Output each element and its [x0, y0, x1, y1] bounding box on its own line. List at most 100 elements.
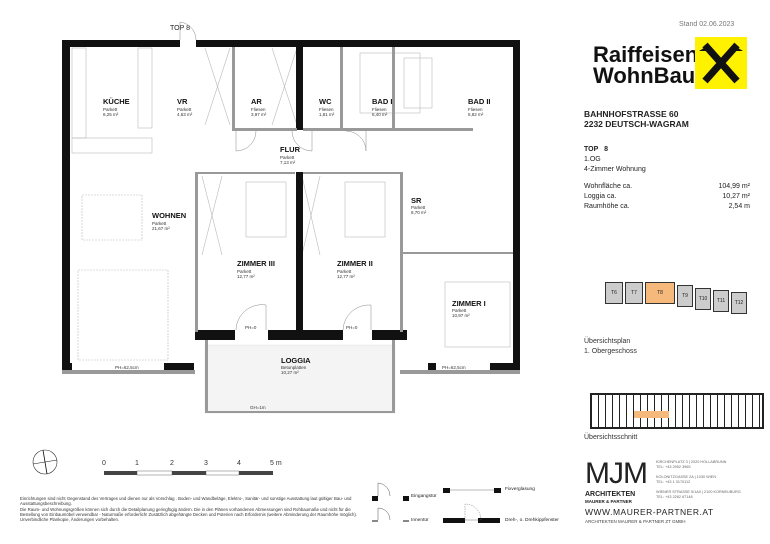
mjm-logo: MJM	[585, 457, 648, 490]
room-zimmer3-area: 12,77 m²	[237, 274, 255, 279]
gh-label: GH=1m	[250, 405, 266, 410]
area-value: 104,99 m²	[718, 183, 750, 190]
room-wohnen-floor: Parkett	[152, 221, 167, 226]
legend-window: Dreh-, o. Drehkippfenster	[505, 518, 559, 523]
unit-top-label: TOP	[584, 146, 599, 153]
room-bad1-area: 6,40 m²	[372, 112, 388, 117]
architect-offices: KIRCHENPLATZ 3 | 2020 HOLLABRUNN TEL: +4…	[656, 460, 741, 500]
area-row: Loggia ca. 10,27 m²	[584, 192, 750, 202]
architect-name: ARCHITEKTEN MAURER & PARTNER	[585, 491, 636, 505]
area-label: Raumhöhe ca.	[584, 203, 630, 210]
room-sr-floor: Parkett	[411, 205, 426, 210]
architect-sub: MAURER & PARTNER	[585, 499, 632, 504]
room-loggia-area: 10,27 m²	[281, 370, 299, 375]
room-sr-area: 8,70 m²	[411, 210, 427, 215]
room-wohnen-area: 21,67 m²	[152, 226, 170, 231]
scale-tick: 2	[170, 460, 174, 467]
room-kueche-floor: Parkett	[103, 107, 118, 112]
area-row: Raumhöhe ca. 2,54 m	[584, 202, 750, 212]
unit-info: TOP 8 1.OG 4-Zimmer Wohnung	[584, 145, 646, 175]
ph-label-zimmer3: PH=0	[245, 325, 257, 330]
office-address: KOLONITZGASSE 2A | 1030 WIEN	[656, 475, 717, 479]
room-wc-floor: Fliesen	[319, 107, 334, 112]
architect-company: ARCHITEKTEN MAURER & PARTNER ZT GMBH	[585, 519, 686, 524]
overview-top: T12	[731, 292, 747, 314]
overview-plan: T6 T7 T8 T9 T10 T11 T12	[605, 282, 747, 314]
area-value: 2,54 m	[728, 203, 750, 210]
walls	[62, 40, 520, 370]
scale-tick: 4	[237, 460, 241, 467]
unit-floor: 1.OG	[584, 156, 601, 163]
room-zimmer3: ZIMMER III	[237, 259, 275, 268]
room-ar-area: 3,97 m²	[251, 112, 267, 117]
scale-tick: 5 m	[270, 460, 282, 467]
logo-line1: Raiffeisen	[593, 42, 699, 67]
overview-top: T9	[677, 285, 693, 307]
legend-interior: Innentür	[411, 518, 429, 523]
room-bad2: BAD II	[468, 97, 491, 106]
overview-top-highlight: T8	[645, 282, 675, 304]
room-ar-floor: Fliesen	[251, 107, 266, 112]
overview-section-title: Übersichtsschnitt	[584, 434, 638, 441]
room-zimmer2-floor: Parkett	[337, 269, 352, 274]
area-table: Wohnfläche ca. 104,99 m² Loggia ca. 10,27 …	[584, 182, 750, 212]
room-zimmer2: ZIMMER II	[337, 259, 373, 268]
disclaimer-p1: Einrichtungen sind nicht Gegenstand des …	[20, 496, 352, 507]
room-ar: AR	[251, 97, 262, 106]
room-kueche-area: 8,25 m²	[103, 112, 119, 117]
doors	[179, 21, 372, 331]
raiffeisen-logo: Raiffeisen WohnBau	[593, 42, 699, 88]
area-label: Loggia ca.	[584, 193, 617, 200]
address: BAHNHOFSTRASSE 60 2232 DEUTSCH-WAGRAM	[584, 109, 689, 129]
stand-date: Stand 02.06.2023	[679, 21, 735, 28]
overview-top: T6	[605, 282, 623, 304]
disclaimer-p2: Die Raum- und Wohnungsgrößen können sich…	[20, 506, 358, 523]
raiffeisen-gable-icon	[695, 37, 747, 89]
overview-section-highlight	[634, 411, 669, 418]
legend-fixed: Fixverglasung	[505, 487, 535, 492]
office-tel: TEL: +43 1 3170112	[656, 480, 691, 484]
room-zimmer2-area: 12,77 m²	[337, 274, 355, 279]
overview-section	[590, 393, 764, 429]
architect-name-line: ARCHITEKTEN	[585, 491, 636, 498]
room-bad2-floor: Fliesen	[468, 107, 483, 112]
office-tel: TEL: +43 2262 67148	[656, 495, 693, 499]
room-zimmer3-floor: Parkett	[237, 269, 252, 274]
ph-label-zimmer2: PH=0	[346, 325, 358, 330]
office-address: WIENER STRASSE 5/1A0 | 2100 KORNEUBURG	[656, 490, 741, 494]
architect-url[interactable]: WWW.MAURER-PARTNER.AT	[585, 507, 714, 517]
unit-type: 4-Zimmer Wohnung	[584, 166, 646, 173]
room-kueche: KÜCHE	[103, 97, 130, 106]
room-sr: SR	[411, 196, 422, 205]
room-vr-floor: Parkett	[177, 107, 192, 112]
room-loggia-floor: Betonplatten	[281, 365, 307, 370]
furniture	[71, 47, 511, 361]
room-vr-area: 4,63 m²	[177, 112, 193, 117]
office-address: KIRCHENPLATZ 3 | 2020 HOLLABRUNN	[656, 460, 727, 464]
scale-tick: 3	[204, 460, 208, 467]
overview-top: T10	[695, 288, 711, 310]
ph-label-wohnen: PH=62,5cm	[115, 365, 139, 370]
room-flur-area: 7,13 m²	[280, 160, 296, 165]
logo-line2: WohnBau	[593, 63, 696, 88]
room-zimmer1: ZIMMER I	[452, 299, 486, 308]
ph-label-zimmer1: PH=62,5cm	[442, 365, 466, 370]
overview-plan-caption: Übersichtsplan 1. Obergeschoss	[584, 337, 637, 357]
overview-plan-sub: 1. Obergeschoss	[584, 348, 637, 355]
area-label: Wohnfläche ca.	[584, 183, 633, 190]
disclaimer: Einrichtungen sind nicht Gegenstand des …	[20, 496, 360, 522]
scale-tick: 0	[102, 460, 106, 467]
overview-top: T7	[625, 282, 643, 304]
address-city: 2232 DEUTSCH-WAGRAM	[584, 119, 689, 129]
address-street: BAHNHOFSTRASSE 60	[584, 109, 679, 119]
scale-tick: 1	[135, 460, 139, 467]
room-bad1: BAD I	[372, 97, 393, 106]
room-wohnen: WOHNEN	[152, 211, 187, 220]
room-loggia: LOGGIA	[281, 356, 311, 365]
room-flur-floor: Parkett	[280, 155, 295, 160]
room-flur: FLUR	[280, 145, 300, 154]
area-value: 10,27 m²	[722, 193, 750, 200]
room-wc-area: 1,81 m²	[319, 112, 335, 117]
